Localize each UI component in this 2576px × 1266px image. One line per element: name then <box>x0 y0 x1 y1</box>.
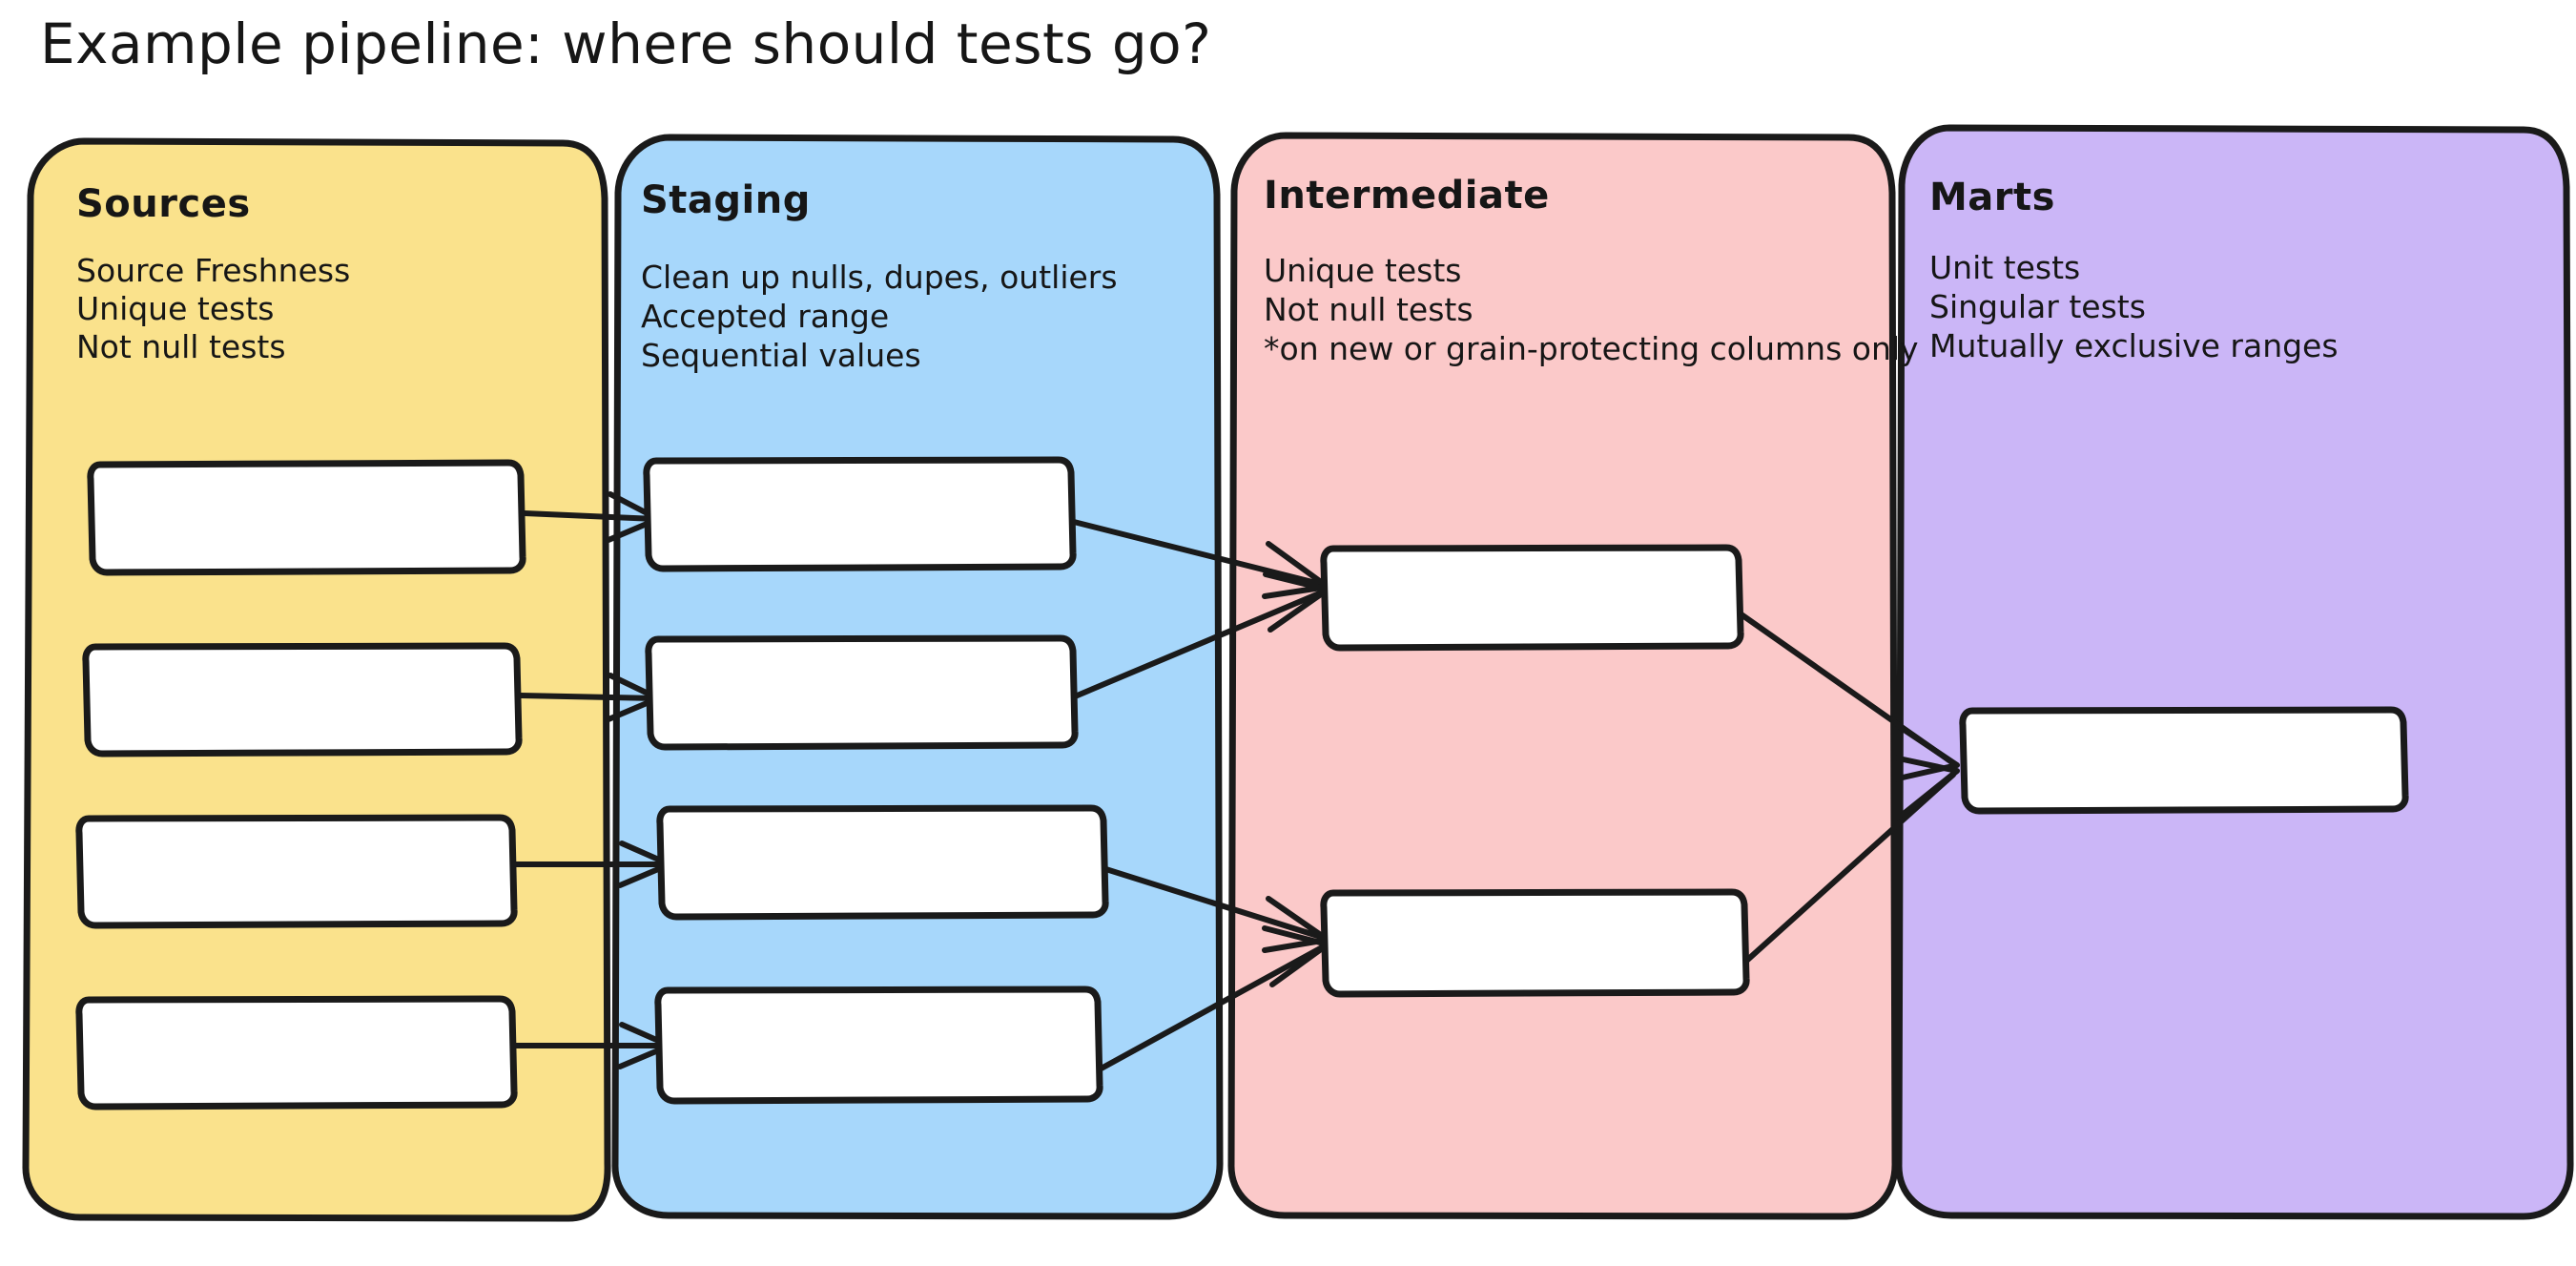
panel-line-intermediate-1: Not null tests <box>1264 291 1473 328</box>
edge-intermediate1-marts1 <box>1733 608 1960 782</box>
sources-node-4[interactable] <box>75 995 518 1110</box>
sources-node-3[interactable] <box>75 814 518 929</box>
panel-line-sources-2: Not null tests <box>76 328 286 365</box>
marts-node-1[interactable] <box>1959 706 2409 815</box>
panel-title-intermediate: Intermediate <box>1264 174 1550 218</box>
sources-node-1[interactable] <box>87 459 526 576</box>
edge-intermediate2-marts1 <box>1741 755 1960 966</box>
panel-line-marts-2: Mutually exclusive ranges <box>1929 327 2339 364</box>
staging-node-1[interactable] <box>643 456 1077 572</box>
panel-title-staging: Staging <box>641 178 811 222</box>
panel-line-sources-0: Source Freshness <box>76 252 350 289</box>
panel-line-marts-0: Unit tests <box>1929 249 2080 286</box>
intermediate-node-1[interactable] <box>1320 544 1744 652</box>
staging-node-4[interactable] <box>654 986 1103 1105</box>
page-title: Example pipeline: where should tests go? <box>40 11 1211 76</box>
panel-line-marts-1: Singular tests <box>1929 288 2146 325</box>
panel-line-sources-1: Unique tests <box>76 290 274 327</box>
staging-node-3[interactable] <box>656 804 1109 921</box>
panel-line-staging-0: Clean up nulls, dupes, outliers <box>641 259 1118 296</box>
panel-line-intermediate-0: Unique tests <box>1264 252 1461 289</box>
panel-title-sources: Sources <box>76 182 251 226</box>
edges-layer <box>512 491 1960 1079</box>
panel-line-staging-1: Accepted range <box>641 298 889 335</box>
intermediate-node-2[interactable] <box>1320 888 1750 998</box>
panel-line-staging-2: Sequential values <box>641 337 921 374</box>
panel-title-marts: Marts <box>1929 176 2055 219</box>
panel-marts <box>1895 124 2574 1220</box>
staging-node-2[interactable] <box>645 634 1079 751</box>
panel-line-intermediate-2: *on new or grain-protecting columns only <box>1264 330 1919 367</box>
sources-node-2[interactable] <box>82 642 523 758</box>
